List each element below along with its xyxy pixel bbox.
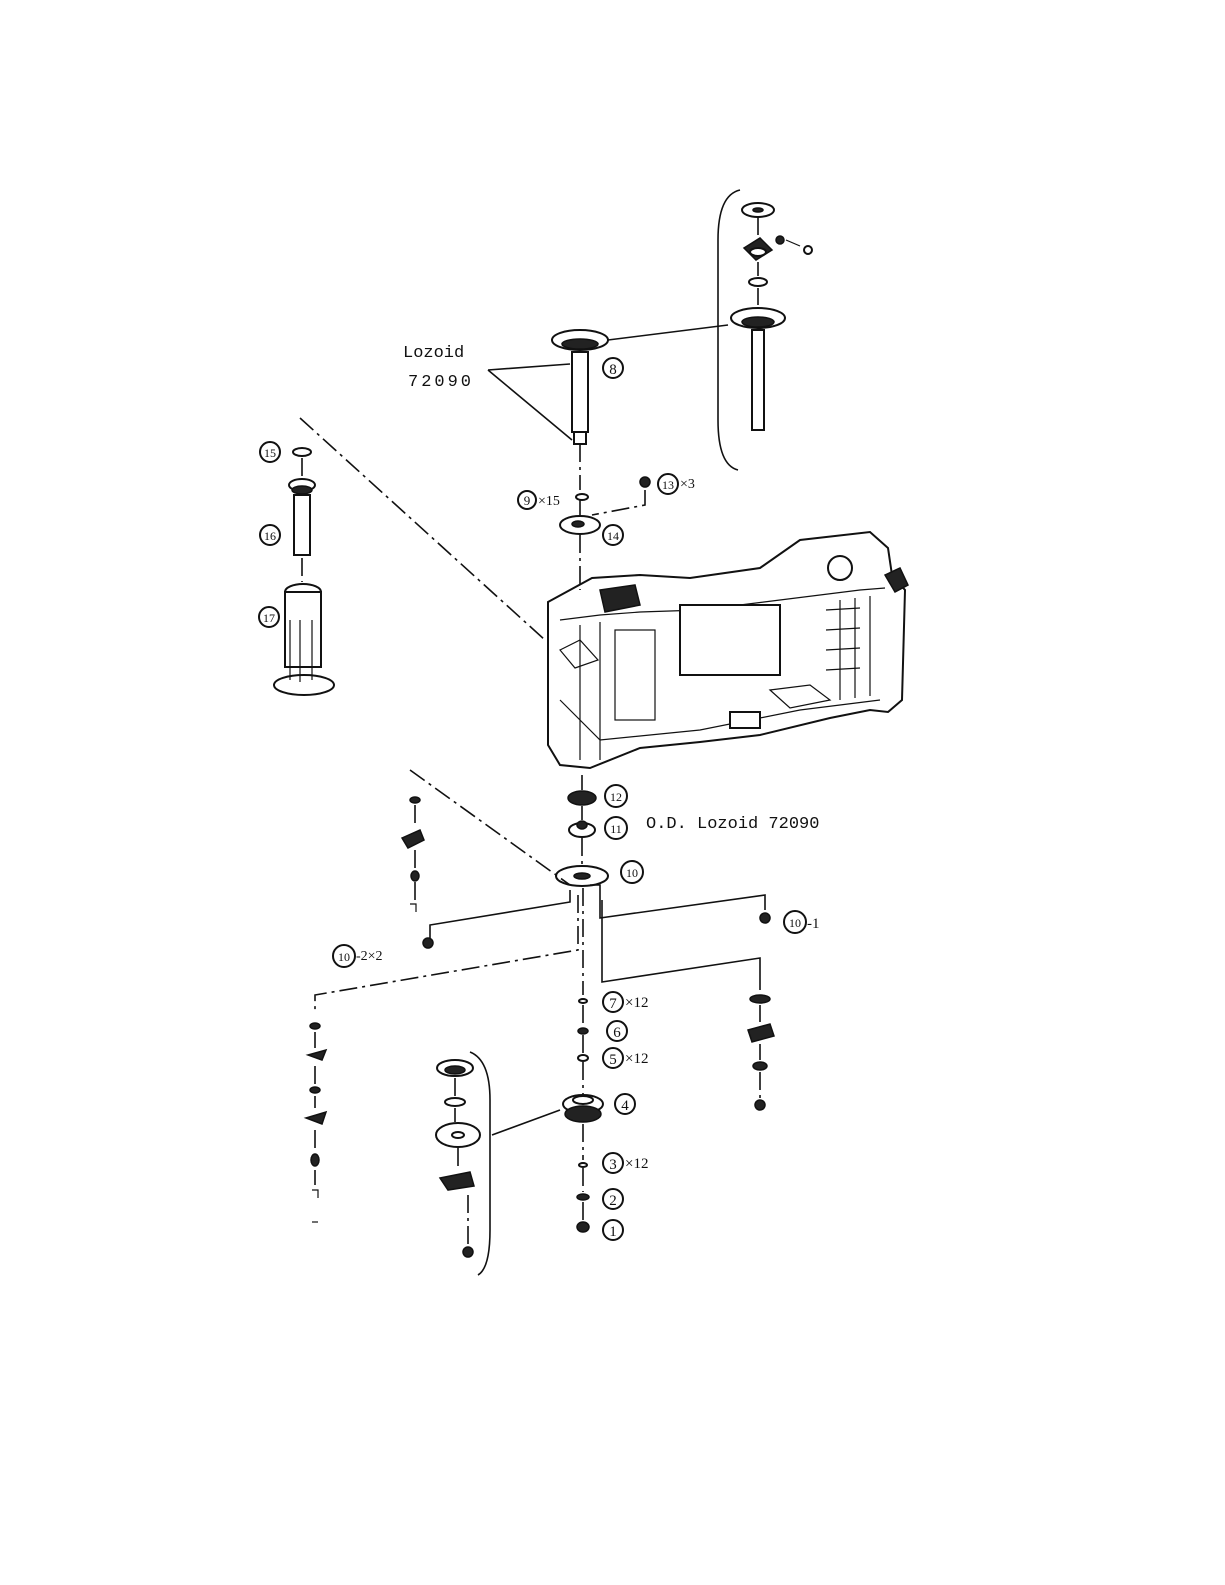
callout-14: 14	[603, 525, 623, 545]
svg-text:×3: ×3	[680, 477, 695, 492]
rewind-knob-assembly	[274, 448, 334, 695]
svg-text:17: 17	[263, 611, 275, 625]
svg-text:2: 2	[609, 1193, 617, 1209]
right-small-parts	[748, 995, 774, 1110]
lozoid-label-top-line1: Lozoid	[403, 344, 464, 363]
callout-9: 9 ×15	[518, 491, 560, 509]
svg-text:×12: ×12	[625, 1156, 648, 1172]
svg-text:6: 6	[613, 1025, 621, 1041]
callout-16: 16	[260, 525, 280, 545]
callout-7: 7 ×12	[603, 992, 648, 1012]
svg-text:×12: ×12	[625, 1051, 648, 1067]
svg-text:14: 14	[607, 529, 619, 543]
callout-3: 3 ×12	[603, 1153, 648, 1173]
svg-text:10: 10	[789, 916, 801, 930]
central-shaft-parts	[300, 325, 765, 1232]
svg-text:4: 4	[621, 1098, 629, 1114]
callout-5: 5 ×12	[603, 1048, 648, 1068]
far-left-small-parts	[306, 1023, 326, 1222]
callout-11: 11	[605, 817, 627, 839]
callout-8: 8	[603, 358, 623, 378]
svg-text:1: 1	[609, 1224, 617, 1240]
lozoid-label-top-line2: 72090	[408, 373, 474, 392]
svg-text:8: 8	[609, 362, 617, 378]
camera-body	[548, 532, 908, 768]
svg-text:-1: -1	[807, 916, 820, 932]
svg-text:-2×2: -2×2	[356, 949, 383, 964]
callout-6: 6	[607, 1021, 627, 1041]
svg-text:11: 11	[610, 822, 622, 836]
callout-10-2: 10 -2×2	[333, 945, 383, 967]
svg-text:5: 5	[609, 1052, 617, 1068]
callout-15: 15	[260, 442, 280, 462]
callout-4: 4	[615, 1094, 635, 1114]
callout-10-1: 10 -1	[784, 911, 820, 933]
svg-text:10: 10	[338, 950, 350, 964]
svg-text:16: 16	[264, 529, 276, 543]
knob-assembly-detail	[718, 190, 812, 470]
spool-detail-assembly	[436, 1052, 490, 1275]
svg-text:×12: ×12	[625, 995, 648, 1011]
svg-text:15: 15	[264, 446, 276, 460]
svg-text:×15: ×15	[538, 494, 560, 509]
svg-text:9: 9	[524, 493, 531, 508]
callout-17: 17	[259, 607, 279, 627]
svg-text:10: 10	[626, 866, 638, 880]
od-lozoid-label: O.D. Lozoid 72090	[646, 815, 819, 834]
callout-10: 10	[621, 861, 643, 883]
callout-1: 1	[603, 1220, 623, 1240]
callout-13: 13 ×3	[658, 474, 695, 494]
callout-12: 12	[605, 785, 627, 807]
svg-text:12: 12	[610, 790, 622, 804]
svg-text:7: 7	[609, 996, 617, 1012]
svg-text:13: 13	[662, 478, 674, 492]
svg-text:3: 3	[609, 1157, 617, 1173]
callout-2: 2	[603, 1189, 623, 1209]
